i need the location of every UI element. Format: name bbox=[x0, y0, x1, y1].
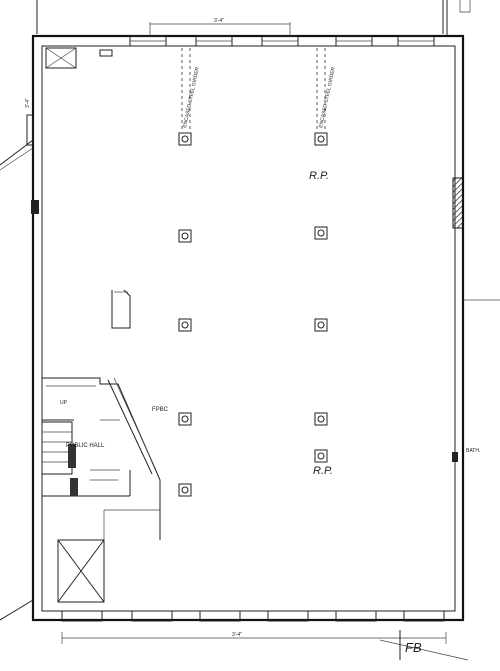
column bbox=[314, 132, 328, 146]
right-chimney bbox=[452, 177, 500, 462]
stair-note-label: UP bbox=[60, 400, 68, 406]
rp-label-lower: R.P. bbox=[313, 465, 333, 477]
column bbox=[178, 229, 192, 243]
left-wall-features bbox=[0, 114, 39, 621]
column bbox=[314, 449, 328, 463]
top-neighbor-lines bbox=[36, 0, 471, 36]
bath-label: BATH. bbox=[466, 448, 480, 454]
column bbox=[178, 132, 192, 146]
top-windows bbox=[129, 35, 435, 47]
public-hall bbox=[41, 377, 161, 540]
column bbox=[314, 226, 328, 240]
exterior-walls bbox=[31, 34, 465, 622]
column bbox=[178, 412, 192, 426]
fb-label: FB bbox=[405, 640, 422, 655]
shaft-opening bbox=[111, 289, 131, 329]
girder-note-right: ENCASED STEEL GIRDER bbox=[318, 66, 337, 128]
elevator-shaft bbox=[57, 509, 160, 603]
column bbox=[178, 483, 192, 497]
dim-top-label: 3'-4" bbox=[214, 18, 224, 24]
public-hall-label: PUBLIC HALL bbox=[66, 443, 105, 449]
flue-box bbox=[45, 47, 113, 69]
dim-bottom-label: 3'-4" bbox=[232, 632, 242, 638]
dim-left-label: 3'-4" bbox=[25, 98, 31, 108]
girder-lines bbox=[181, 48, 326, 132]
fpbc-label: FPBC bbox=[152, 407, 169, 413]
bottom-windows bbox=[61, 610, 469, 661]
rp-label-upper: R.P. bbox=[309, 170, 329, 182]
columns bbox=[178, 132, 328, 497]
column bbox=[314, 412, 328, 426]
column bbox=[314, 318, 328, 332]
girder-note-left: ENCASED STEEL GIRDER bbox=[182, 66, 201, 128]
column bbox=[178, 318, 192, 332]
labels: R.P. R.P. FB FPBC PUBLIC HALL BATH. UP 3… bbox=[25, 18, 480, 655]
